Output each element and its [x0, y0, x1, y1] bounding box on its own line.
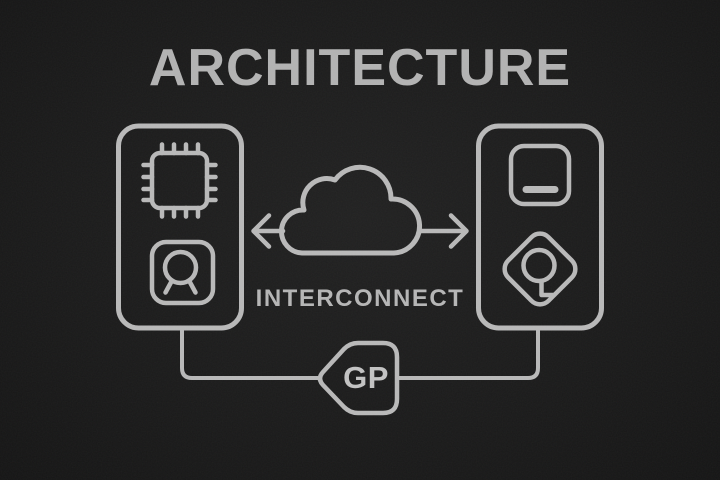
cloud-icon — [279, 164, 422, 256]
arrow-left-icon — [251, 213, 286, 249]
left-connector-line — [180, 330, 319, 380]
interconnect-label: INTERCONNECT — [255, 285, 465, 312]
arrow-right-icon — [417, 213, 469, 249]
badge-label: GP — [343, 360, 389, 395]
chip-icon — [141, 142, 218, 219]
panel-icon — [508, 143, 572, 207]
right-connector-line — [398, 330, 540, 380]
